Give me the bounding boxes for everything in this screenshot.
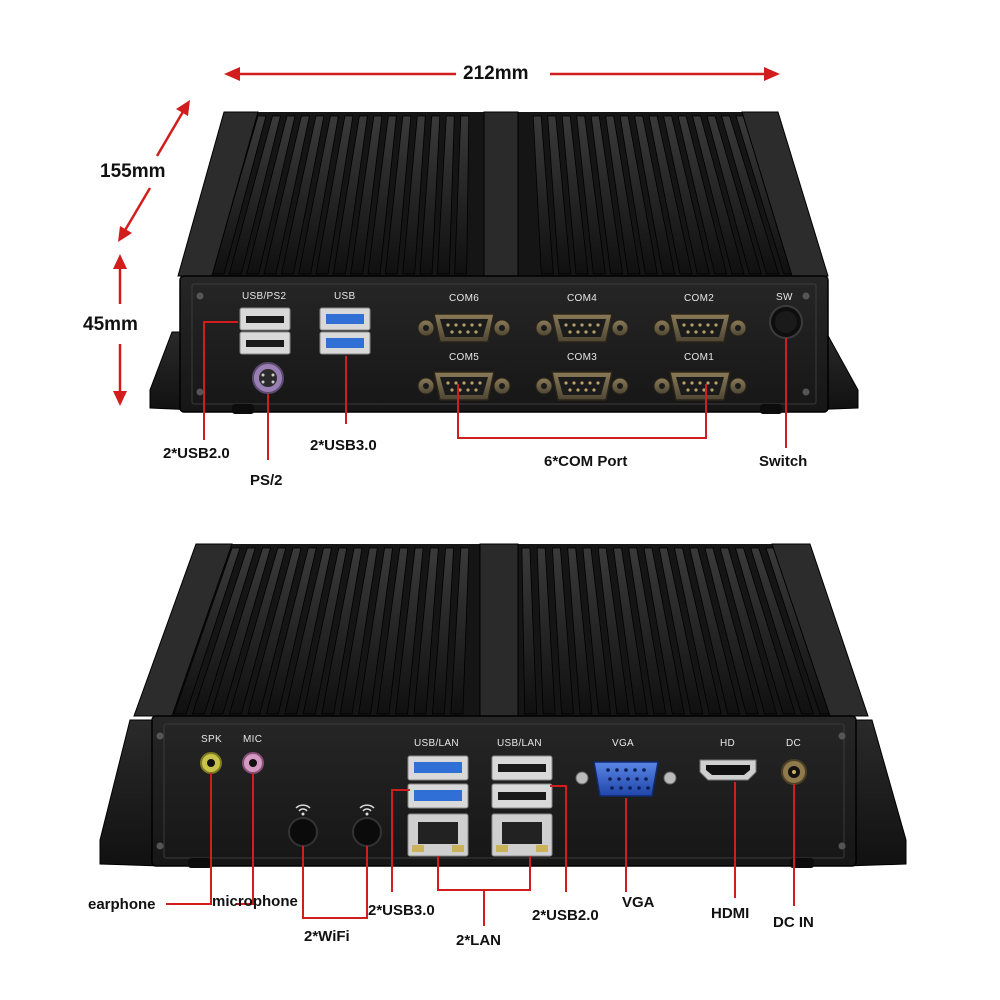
heatsink-fin	[634, 115, 676, 275]
heatsink-fin	[339, 547, 378, 715]
heatsink-fin	[450, 547, 470, 715]
vga-port	[575, 761, 677, 797]
dimension-arrows	[113, 67, 780, 406]
front-usb20-ports	[239, 307, 291, 355]
db9-com-port	[653, 371, 747, 401]
heatsink-fin	[673, 547, 722, 715]
heatsink-fin	[582, 547, 611, 715]
heatsink-fin	[431, 547, 455, 715]
heatsink-fin	[246, 115, 296, 275]
heatsink-fin	[191, 547, 256, 715]
heatsink-fin	[210, 547, 272, 715]
heatsink-fin	[734, 547, 796, 715]
db9-com-port	[535, 313, 629, 343]
heatsink-fin	[619, 115, 658, 275]
heatsink-fin	[689, 547, 741, 715]
heatsink-fin	[643, 547, 685, 715]
db9-com-port	[653, 313, 747, 343]
microphone-jack	[242, 752, 264, 774]
ps2-port	[252, 362, 284, 394]
heatsink-fin	[692, 115, 745, 275]
db9-com-port	[417, 371, 511, 401]
heatsink-fin	[358, 547, 394, 715]
heatsink-fin	[597, 547, 630, 715]
heatsink-fin	[663, 115, 710, 275]
heatsink-fin	[298, 115, 339, 275]
dc-power-jack	[781, 759, 807, 785]
front-usb30-ports	[319, 307, 371, 355]
heatsink-fin	[704, 547, 759, 715]
heatsink-fin	[284, 547, 333, 715]
heatsink-fin	[612, 547, 648, 715]
heatsink-fin	[402, 115, 426, 275]
heatsink-fin	[395, 547, 424, 715]
heatsink-fin	[576, 115, 606, 275]
hdmi-port	[699, 759, 757, 781]
heatsink-fin	[706, 115, 762, 275]
db9-com-port	[417, 313, 511, 343]
heatsink-fin	[350, 115, 383, 275]
heatsink-fin	[315, 115, 354, 275]
heatsink-fin	[376, 547, 409, 715]
heatsink-fin	[228, 115, 281, 275]
heatsink-fin	[648, 115, 693, 275]
usb-lan-stack-2	[491, 755, 553, 857]
heatsink-fin	[247, 547, 302, 715]
front-panel-device	[149, 111, 859, 414]
heatsink-fin	[302, 547, 348, 715]
heatsink-fin	[677, 115, 728, 275]
speaker-jack	[200, 752, 222, 774]
heatsink-fin	[719, 547, 778, 715]
db9-com-port	[535, 371, 629, 401]
heatsink-fin	[173, 547, 241, 715]
heatsink-fin	[413, 547, 439, 715]
heatsink-fin	[228, 547, 287, 715]
heatsink-fin	[419, 115, 441, 275]
callout-leader-lines	[166, 321, 795, 926]
heatsink-fin	[321, 547, 363, 715]
com-ports	[417, 313, 747, 401]
heatsink-fin	[265, 547, 317, 715]
heatsink-fin	[436, 115, 455, 275]
heatsink-fin	[384, 115, 412, 275]
rear-panel-device	[99, 543, 907, 868]
heatsink-fin	[367, 115, 397, 275]
heatsink-fin	[567, 547, 593, 715]
heatsink-fin	[332, 115, 368, 275]
wifi-antenna-icon	[288, 804, 382, 847]
power-switch-icon	[769, 305, 803, 339]
heatsink-fin	[547, 115, 572, 275]
heatsink-fin	[658, 547, 704, 715]
heatsink-fin	[454, 115, 470, 275]
usb-lan-stack-1	[407, 755, 469, 857]
heatsink-fin	[532, 115, 554, 275]
heatsink-fin	[720, 115, 780, 275]
heatsink-fin	[750, 547, 815, 715]
heatsink-fin	[280, 115, 325, 275]
heatsink-fin	[536, 547, 556, 715]
heatsink-fin	[521, 547, 538, 715]
heatsink-fin	[590, 115, 624, 275]
heatsink-fin	[263, 115, 310, 275]
heatsink-fin	[628, 547, 667, 715]
heatsink-fin	[551, 547, 575, 715]
heatsink-fin	[561, 115, 589, 275]
heatsink-fin	[605, 115, 641, 275]
